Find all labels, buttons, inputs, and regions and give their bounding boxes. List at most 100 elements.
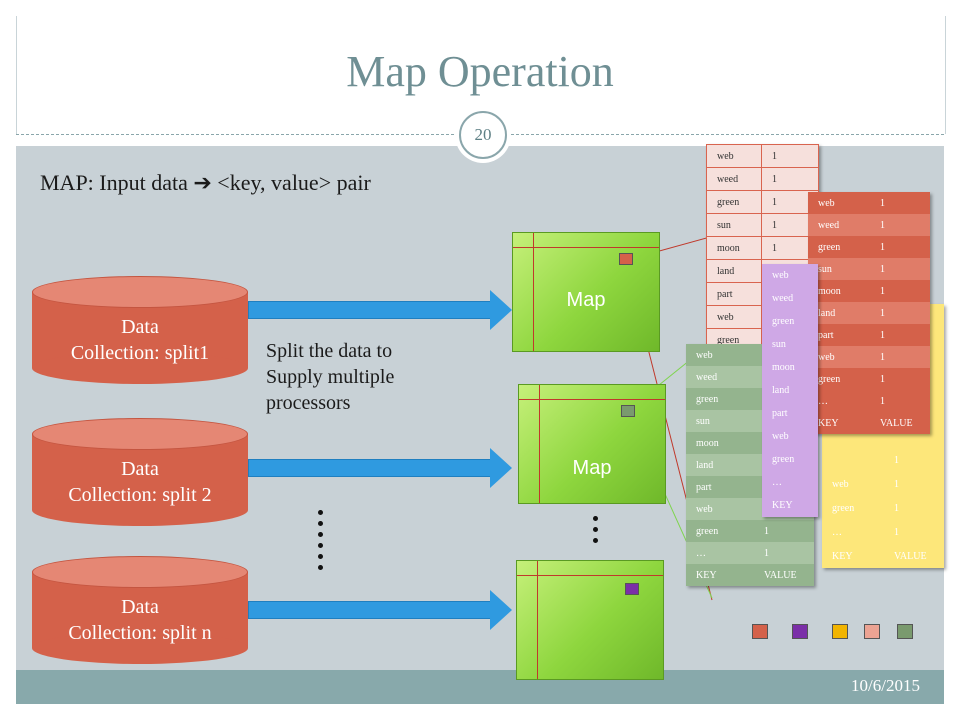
kv-key-cell: moon (818, 285, 841, 297)
kv-row: web (762, 425, 818, 448)
kv-value-cell: VALUE (880, 417, 913, 429)
kv-key-cell: web (832, 478, 849, 490)
arrow-split-1-to-map (248, 290, 512, 330)
kv-value-cell: 1 (754, 542, 814, 564)
kv-row: …1 (808, 390, 930, 412)
kv-row: moon (686, 432, 814, 454)
kv-key-cell: sun (706, 213, 762, 237)
map-box-1-label: Map (566, 289, 606, 311)
kv-key-cell: weed (772, 293, 794, 304)
kv-key-cell: KEY (832, 550, 853, 562)
kv-value-cell: 1 (894, 526, 899, 538)
kv-key-cell: KEY (818, 417, 839, 429)
kv-key-cell: weed (686, 366, 754, 388)
map-box-n (516, 560, 664, 680)
page-title: Map Operation (346, 47, 614, 96)
kv-value-cell: 1 (880, 197, 885, 209)
kv-key-cell: moon (696, 437, 719, 449)
kv-row: green (762, 448, 818, 471)
kv-row: moon 1 (808, 280, 930, 302)
kv-row: web (762, 264, 818, 287)
kv-row: part (686, 476, 814, 498)
kv-key-cell: sun (686, 410, 754, 432)
kv-value-cell: 1 (894, 502, 899, 514)
kv-key-cell: green (696, 393, 719, 405)
kv-row: moon (762, 356, 818, 379)
kv-key-cell: moon (772, 362, 795, 373)
kv-value-cell: VALUE (894, 550, 927, 562)
kv-row: green (686, 388, 814, 410)
kv-key-cell: KEY (772, 500, 793, 511)
kv-row: 1 (822, 448, 944, 472)
kv-value-cell: 1 (880, 373, 885, 385)
kv-key-cell: green (818, 373, 841, 385)
kv-key-cell: green (772, 316, 795, 327)
footer-date: 10/6/2015 (851, 676, 920, 695)
map-2-output-marker (621, 405, 635, 417)
kv-row: KEY VALUE (808, 412, 930, 434)
kv-value-cell: 1 (870, 346, 930, 368)
kv-value-cell: 1 (761, 144, 819, 168)
kv-row: sun (762, 333, 818, 356)
kv-value-cell: 1 (880, 285, 885, 297)
kv-key-cell: land (808, 302, 870, 324)
kv-key-cell: part (818, 329, 834, 341)
swatch-red (752, 624, 768, 639)
kv-value-cell: 1 (870, 302, 930, 324)
kv-value-cell: 1 (870, 258, 930, 280)
map-1-output-marker (619, 253, 633, 265)
kv-value-cell: 1 (880, 329, 885, 341)
swatch-green (897, 624, 913, 639)
kv-key-cell: web (772, 431, 789, 442)
kv-value-cell: 1 (764, 525, 769, 537)
kv-row: green 1 (808, 368, 930, 390)
kv-key-cell: web (808, 346, 870, 368)
kv-value-cell: 1 (894, 454, 899, 466)
kv-key-cell: … (818, 395, 828, 407)
kv-value-cell: 1 (880, 241, 885, 253)
kv-key-cell: land (686, 454, 754, 476)
kv-value-cell: 1 (894, 478, 899, 490)
kv-key-cell: green (818, 241, 841, 253)
kv-value-cell: 1 (870, 214, 930, 236)
split-note: Split the data to Supply multiple proces… (266, 340, 395, 414)
kv-row: …1 (822, 520, 944, 544)
kv-row: part (762, 402, 818, 425)
kv-key-cell: part (772, 408, 788, 419)
kv-key-cell: part (696, 481, 712, 493)
map-box-1: Map (512, 232, 660, 352)
kv-key-cell: green (696, 525, 719, 537)
kv-key-cell: web (696, 349, 713, 361)
kv-key-cell: web (772, 270, 789, 281)
kv-row: weed (762, 287, 818, 310)
kv-key-cell: KEY (696, 569, 717, 581)
kv-row: green 1 (686, 520, 814, 542)
kv-row: …1 (686, 542, 814, 564)
kv-key-cell: … (832, 526, 842, 538)
swatch-yellow (832, 624, 848, 639)
kv-row: … (762, 471, 818, 494)
kv-key-cell: land (706, 259, 762, 283)
kv-key-cell (822, 448, 884, 472)
kv-row: green 1 (822, 496, 944, 520)
kv-key-cell: green (772, 454, 795, 465)
kv-key-cell: web (706, 305, 762, 329)
kv-key-cell: green (832, 502, 855, 514)
kv-key-cell: sun (772, 339, 786, 350)
map-box-2-label: Map (572, 457, 612, 479)
kv-key-cell: … (772, 477, 782, 488)
